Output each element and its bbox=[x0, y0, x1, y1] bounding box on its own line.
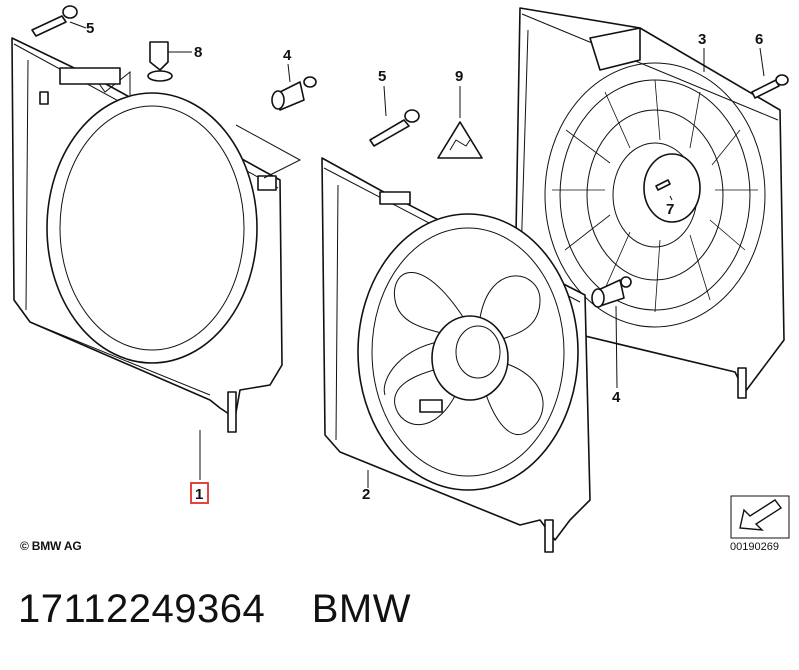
screw-part-7 bbox=[655, 179, 671, 191]
brand-name: BMW bbox=[311, 587, 411, 631]
exploded-parts-diagram: 5 8 4 5 9 3 6 7 4 2 1 bbox=[11, 5, 790, 553]
copyright-text: © BMW AG bbox=[20, 539, 82, 553]
rivet-part-4-bottom bbox=[591, 276, 632, 308]
leader-lines bbox=[69, 21, 765, 488]
fan-assembly-part-2 bbox=[321, 157, 591, 553]
callout-5-left: 5 bbox=[86, 20, 94, 37]
part-number: 17112249364 bbox=[18, 587, 266, 631]
clip-part-8 bbox=[147, 41, 173, 82]
screw-part-5-middle bbox=[369, 109, 420, 147]
callout-7: 7 bbox=[666, 201, 674, 218]
callout-4-top: 4 bbox=[283, 47, 292, 64]
rivet-part-4-top bbox=[271, 76, 317, 111]
callout-9: 9 bbox=[455, 68, 463, 85]
part-caption: 17112249364 BMW bbox=[18, 587, 411, 632]
callout-5-middle: 5 bbox=[378, 68, 386, 85]
callout-8: 8 bbox=[194, 44, 202, 61]
callout-1: 1 bbox=[195, 486, 203, 503]
orientation-arrow-icon bbox=[730, 495, 790, 539]
callout-2: 2 bbox=[362, 486, 370, 503]
screw-part-5-left bbox=[31, 5, 78, 37]
callout-4-bottom: 4 bbox=[612, 389, 621, 406]
screw-part-6 bbox=[751, 74, 789, 99]
callout-6: 6 bbox=[755, 31, 763, 48]
figure-id: 00190269 bbox=[730, 541, 779, 553]
callout-1-highlight-box bbox=[190, 482, 209, 504]
callout-3: 3 bbox=[698, 31, 706, 48]
shroud-part-1 bbox=[11, 37, 283, 433]
warning-label-part-9 bbox=[437, 121, 483, 159]
